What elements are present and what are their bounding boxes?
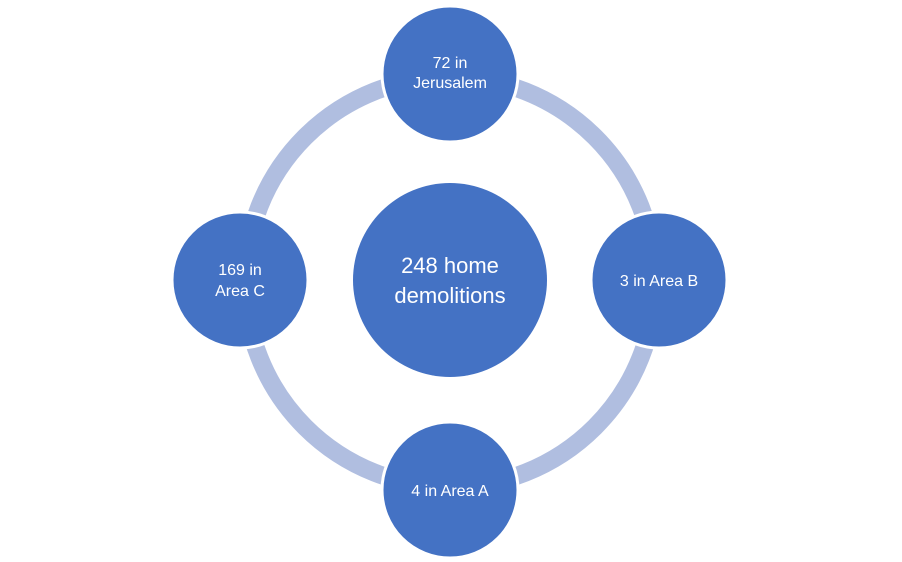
center-label-line1: 248 home bbox=[401, 253, 499, 278]
node-area-c: 169 in Area C bbox=[170, 210, 310, 350]
node-jerusalem-line1: 72 in bbox=[433, 55, 468, 72]
node-area-b: 3 in Area B bbox=[589, 210, 729, 350]
node-area-c-circle bbox=[170, 210, 310, 350]
node-jerusalem-circle bbox=[380, 4, 520, 144]
node-area-a-line1: 4 in Area A bbox=[411, 483, 489, 500]
node-area-a: 4 in Area A bbox=[380, 420, 520, 560]
node-area-c-line2: Area C bbox=[215, 283, 265, 300]
node-jerusalem: 72 in Jerusalem bbox=[380, 4, 520, 144]
node-area-b-circle bbox=[589, 210, 729, 350]
center-label-line2: demolitions bbox=[394, 283, 505, 308]
center-circle bbox=[353, 183, 547, 377]
node-area-a-circle bbox=[380, 420, 520, 560]
center-node: 248 home demolitions bbox=[353, 183, 547, 377]
node-area-b-line1: 3 in Area B bbox=[620, 273, 698, 290]
node-area-c-line1: 169 in bbox=[218, 262, 262, 279]
node-jerusalem-line2: Jerusalem bbox=[413, 75, 487, 92]
